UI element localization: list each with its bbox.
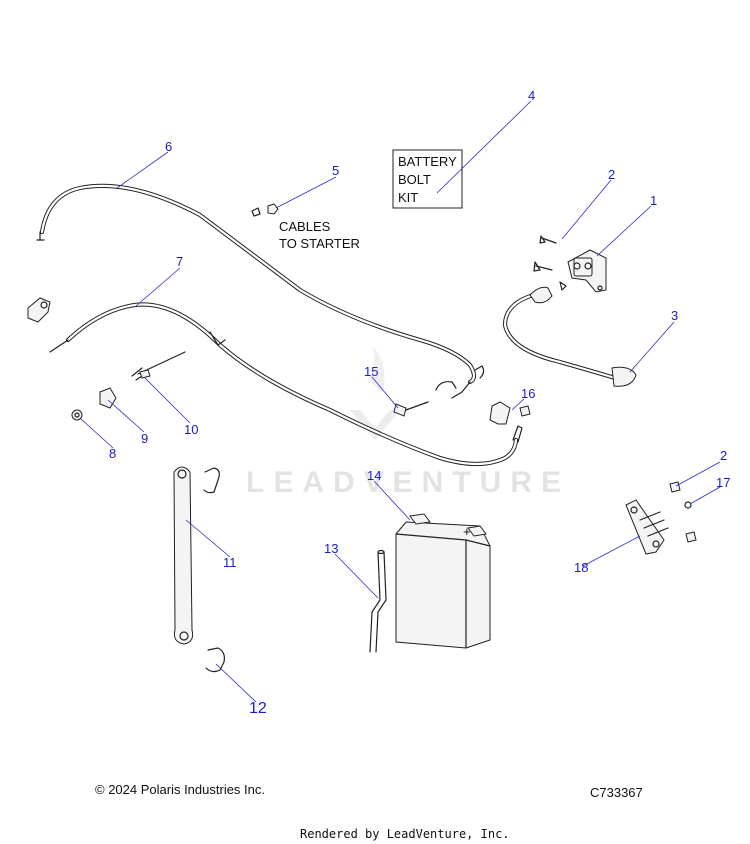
callout-6: 6 (165, 139, 172, 154)
callout-3: 3 (671, 308, 678, 323)
callout-4: 4 (528, 88, 535, 103)
cable-7 (49, 302, 523, 467)
callout-15: 15 (364, 364, 378, 379)
callout-1: 1 (650, 193, 657, 208)
hook-12 (205, 647, 225, 673)
callout-14: 14 (367, 468, 381, 483)
callout-17: 17 (716, 475, 730, 490)
bolt-5 (251, 203, 279, 217)
callout-8: 8 (109, 446, 116, 461)
callout-7: 7 (176, 254, 183, 269)
connector-boot (489, 401, 511, 425)
washer-17 (684, 501, 692, 509)
nut-8 (71, 409, 83, 421)
battery-plus-sign: + (463, 524, 471, 539)
cable-6 (36, 183, 485, 399)
terminal-cap (27, 297, 51, 323)
callout-9: 9 (141, 431, 148, 446)
solenoid-1 (559, 249, 607, 293)
copyright-text: © 2024 Polaris Industries Inc. (95, 782, 265, 797)
battery-14: + (395, 513, 491, 649)
bolt-2-lower (669, 481, 681, 493)
note-line-to-starter: TO STARTER (279, 236, 360, 251)
note-line-bolt: BOLT (398, 172, 431, 187)
callout-13: 13 (324, 541, 338, 556)
leader-lines (79, 100, 721, 703)
hook-upper (203, 467, 220, 494)
note-line-battery: BATTERY (398, 154, 457, 169)
watermark: LEADVENTURE (246, 345, 570, 499)
bolt-2-upper (539, 235, 557, 244)
callout-2-lower: 2 (720, 448, 727, 463)
battery-bolt-kit-note: BATTERY BOLT KIT (392, 149, 463, 209)
battery-strap-11 (173, 466, 194, 645)
bolt-10 (131, 351, 186, 381)
nut-near-18 (685, 531, 697, 543)
cables-to-starter-note: CABLES TO STARTER (279, 219, 360, 251)
clip-9 (99, 387, 117, 409)
screw-near-solenoid (533, 261, 553, 272)
nut-16 (519, 405, 531, 417)
vent-tube-13 (369, 549, 387, 653)
callout-18: 18 (574, 560, 588, 575)
watermark-text: LEADVENTURE (246, 466, 570, 499)
cable-3 (502, 286, 637, 387)
callout-10: 10 (184, 422, 198, 437)
watermark-logo (350, 410, 400, 440)
rendered-by-text: Rendered by LeadVenture, Inc. (300, 827, 510, 841)
callouts: 4 5 6 7 1 2 3 15 16 8 9 10 11 12 13 14 2… (109, 88, 730, 717)
callout-2-upper: 2 (608, 167, 615, 182)
bracket-15 (393, 401, 429, 417)
callout-11: 11 (223, 555, 237, 570)
callout-12: 12 (249, 700, 267, 717)
callout-16: 16 (521, 386, 535, 401)
terminal-block-18 (625, 499, 669, 555)
note-line-cables: CABLES (279, 219, 331, 234)
diagram-code: C733367 (590, 785, 643, 800)
callout-5: 5 (332, 163, 339, 178)
note-line-kit: KIT (398, 190, 418, 205)
